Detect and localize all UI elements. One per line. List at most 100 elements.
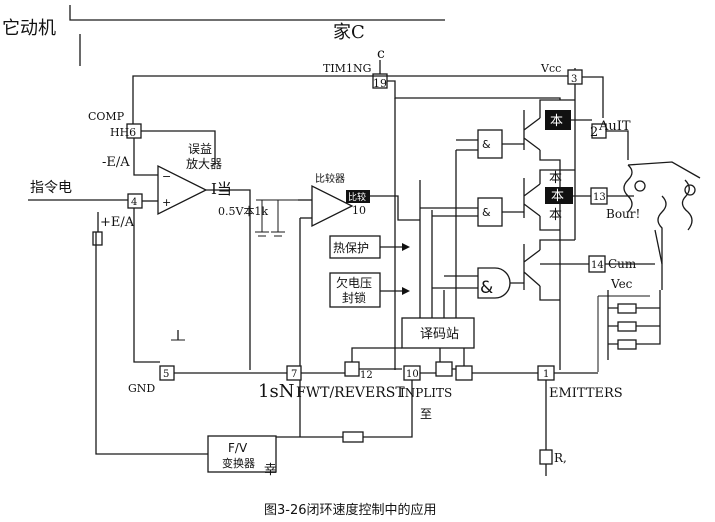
- and-gate-1: [477, 129, 503, 159]
- fwt-pin-num: 7: [291, 369, 297, 380]
- current-out-label: I当: [211, 180, 232, 198]
- comp-feedback-wire: [141, 130, 216, 165]
- resistor-stack-bus: [597, 295, 650, 372]
- driver-transistor-3: [523, 244, 541, 290]
- rs-resistor: [539, 449, 553, 465]
- gnd-num: 5: [163, 369, 169, 380]
- ea-minus-label: -E/A: [102, 155, 130, 170]
- comparator-num: 10: [352, 204, 366, 217]
- comparator-tag-box: [346, 190, 370, 203]
- driver-top-label: 本: [550, 114, 563, 129]
- input-pin-3: [455, 365, 473, 381]
- driver-transistor-2: [523, 178, 541, 218]
- timing-c: c: [377, 46, 385, 62]
- driver-2-rails: [539, 169, 575, 231]
- comparator-label: 比较器: [315, 172, 345, 185]
- sense-resistor-3: [617, 339, 637, 350]
- winding-c: [657, 195, 667, 290]
- motor-label: 它动机: [2, 18, 56, 39]
- decoder-label: 译码站: [420, 327, 459, 342]
- vcc-label: Vcc: [540, 62, 561, 75]
- and-gate-3-symbol: &: [480, 278, 493, 298]
- bout-num: 13: [593, 192, 606, 203]
- and-gate-inputs: [420, 139, 478, 289]
- fv-converter-block: [207, 435, 277, 473]
- hall-sensor-1: [634, 180, 646, 192]
- zhi-label: 至: [420, 407, 432, 421]
- fv-resistor: [342, 431, 364, 443]
- ea-plus-label: +E/A: [100, 215, 135, 230]
- error-amplifier: [157, 164, 208, 216]
- and-gate-2-symbol: &: [482, 206, 491, 219]
- driver-mid-3: 本: [549, 208, 562, 223]
- ref-ground-2: [271, 200, 285, 237]
- command-label: 指令电: [30, 180, 72, 196]
- fv-line1: F/V: [228, 441, 248, 455]
- undervoltage-line1: 欠电压: [336, 275, 372, 290]
- decoder-up-wires: [419, 150, 457, 318]
- vcc-num: 3: [571, 74, 577, 85]
- timing-num: 19: [373, 77, 387, 90]
- winding-c-lead: [654, 229, 663, 265]
- ault-wire: [571, 119, 629, 160]
- undervoltage-line2: 封锁: [342, 290, 366, 305]
- home-label: 家C: [333, 22, 365, 43]
- and-gate-outputs: [502, 143, 524, 284]
- thermal-arrow: [402, 243, 410, 251]
- resistor-stack-wiring: [607, 290, 661, 360]
- hall-sensor-2: [684, 184, 696, 196]
- gnd-left-wire: [133, 208, 160, 363]
- driver-mid-2: 本: [551, 189, 564, 204]
- undervoltage-arrow: [402, 287, 410, 295]
- ea-output-wire: [206, 189, 251, 370]
- emitters-wire: [545, 372, 598, 450]
- winding-a: [623, 164, 633, 213]
- decoder-down-wires: [439, 348, 465, 366]
- fv-tail: 幸: [264, 463, 277, 478]
- bout-label: Bour!: [606, 207, 640, 221]
- ea-plus-resistor: [92, 231, 103, 246]
- winding-b: [681, 179, 693, 231]
- ref-label: 0.5V本1k: [218, 204, 268, 218]
- ault-label: AuIT: [598, 119, 631, 134]
- fv-line2: 变换器: [222, 456, 255, 470]
- fv-left-wire: [95, 232, 208, 455]
- cout-num: 14: [591, 260, 604, 271]
- comp-num: HH6: [110, 126, 136, 139]
- undervoltage-block: [329, 272, 381, 308]
- comparator-out-wire: [370, 195, 420, 221]
- winding-top: [627, 161, 701, 179]
- emitters-num: 1: [543, 369, 549, 380]
- error-amp-line2: 放大器: [186, 156, 222, 171]
- driver-top-box: [545, 110, 571, 130]
- inner-frame-wire: [387, 80, 561, 100]
- ea-minus-sign: −: [162, 170, 171, 183]
- driver-transistor-1: [523, 110, 541, 151]
- comp-label: COMP: [88, 110, 125, 123]
- comparator: [311, 184, 354, 228]
- rs-label: R,: [554, 451, 567, 465]
- ref-ground-1: [255, 200, 269, 237]
- motor-lead-wire: [69, 5, 445, 21]
- vcc-out-wire: [582, 76, 604, 118]
- ea-minus-wire: [133, 138, 158, 176]
- timing-label: TIM1NG: [323, 62, 371, 75]
- and-gate-3: [477, 267, 511, 299]
- emitters-label: EMITTERS: [549, 386, 623, 401]
- ea-plus-sign: +: [162, 196, 171, 209]
- ault-num: 2: [590, 125, 598, 140]
- thermal-protect-label: 热保护: [333, 241, 369, 255]
- sense-resistor-1: [617, 303, 637, 314]
- fwt-label: FWT/REVERST: [296, 385, 405, 401]
- pin-10-label: 10: [406, 369, 419, 380]
- driver-1-rails: [539, 99, 575, 370]
- figure-caption: 图3-26闭环速度控制中的应用: [264, 502, 437, 518]
- driver-mid-box: [545, 187, 573, 204]
- error-amp-line1: 误益: [188, 142, 212, 156]
- driver-3-rails: [539, 239, 575, 301]
- gnd-label: GND: [128, 382, 155, 395]
- pin-12-label: 12: [360, 370, 373, 381]
- fwt-prefix: 1sN: [258, 381, 294, 402]
